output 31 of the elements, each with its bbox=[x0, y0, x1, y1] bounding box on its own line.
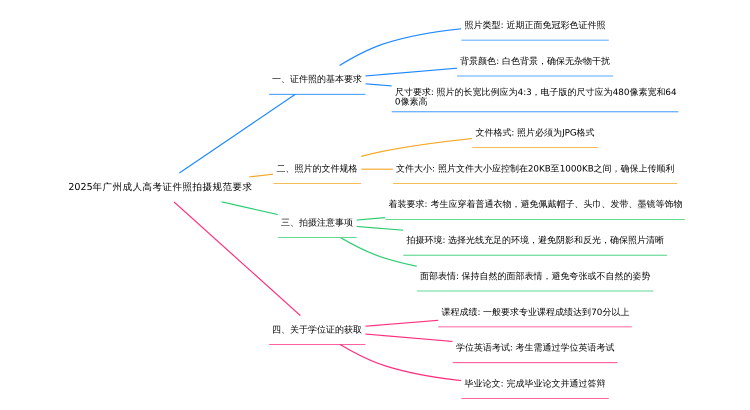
node-text: 文件格式: 照片必须为JPG格式 bbox=[475, 128, 595, 139]
node-text: 着装要求: 考生应穿着普通衣物，避免佩戴帽子、头巾、发带、墨镜等饰物 bbox=[388, 200, 682, 210]
connector bbox=[365, 83, 392, 87]
connector bbox=[356, 226, 404, 231]
connector bbox=[221, 201, 278, 216]
connector bbox=[174, 202, 301, 316]
connector bbox=[365, 320, 438, 327]
node-text: 面部表情: 保持自然的面部表情，避免夸张或不自然的姿势 bbox=[420, 272, 651, 282]
node-text: 照片类型: 近期正面免冠彩色证件照 bbox=[464, 21, 606, 32]
connector bbox=[339, 28, 462, 66]
node-text: 学位英语考试: 考生需通过学位英语考试 bbox=[456, 344, 615, 354]
node-text: 尺寸要求: 照片的长宽比例应为4:3，电子版的尺寸应为480像素宽和640像素高 bbox=[394, 88, 677, 108]
node-text: 文件大小: 照片文件大小应控制在20KB至1000KB之间，确保上传顺利 bbox=[396, 164, 675, 174]
connector bbox=[356, 217, 386, 221]
connector bbox=[361, 138, 472, 157]
connector bbox=[365, 333, 453, 342]
node-text: 2025年广州成人高考证件照拍摄规范要求 bbox=[68, 182, 253, 193]
node-text: 背景颜色: 白色背景，确保无杂物干扰 bbox=[460, 56, 610, 67]
connector bbox=[365, 68, 458, 77]
connector bbox=[340, 344, 462, 382]
node-text: 课程成绩: 一般要求专业课程成绩达到70分以上 bbox=[442, 308, 630, 318]
node-text: 二、照片的文件规格 bbox=[276, 164, 358, 174]
connector bbox=[179, 94, 296, 174]
connector bbox=[249, 174, 274, 178]
connector bbox=[340, 237, 417, 267]
node-text: 三、拍摄注意事项 bbox=[281, 218, 354, 229]
connector bbox=[361, 168, 393, 170]
node-text: 一、证件照的基本要求 bbox=[272, 75, 362, 86]
node-text: 四、关于学位证的获取 bbox=[272, 325, 362, 336]
node-text: 毕业论文: 完成毕业论文并通过答辩 bbox=[464, 379, 606, 390]
node-text: 拍摄环境: 选择光线充足的环境，避免阴影和反光，确保照片清晰 bbox=[406, 236, 664, 246]
